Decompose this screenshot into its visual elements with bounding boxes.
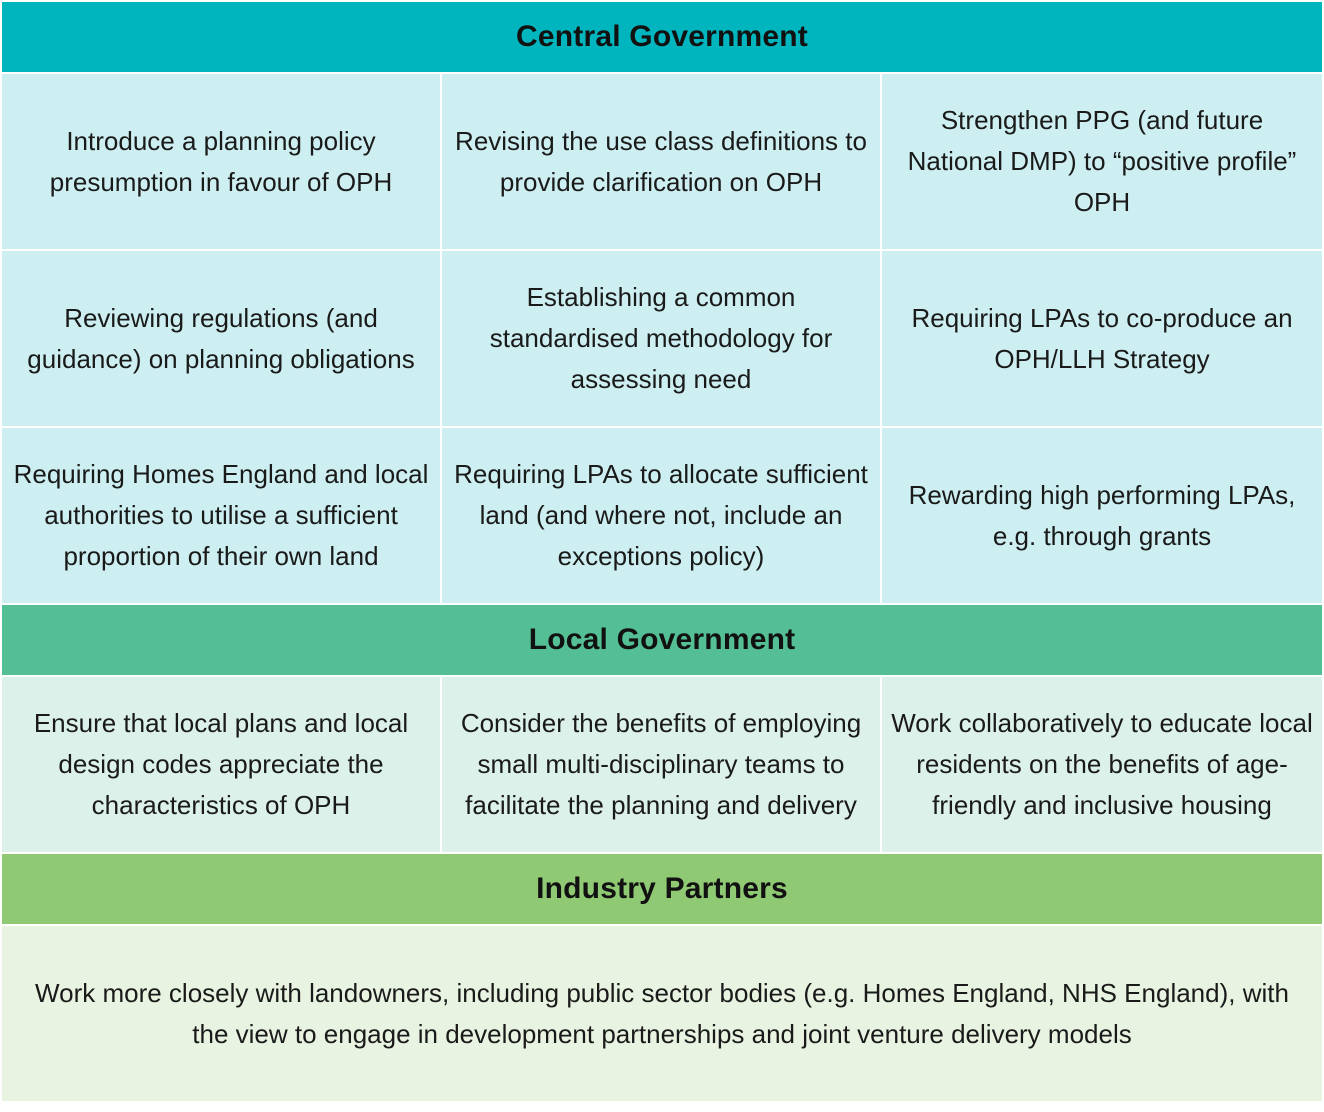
local-cell-design-codes: Ensure that local plans and local design… [2, 677, 440, 852]
central-cell-planning-presumption: Introduce a planning policy presumption … [2, 74, 440, 249]
central-cell-oph-llh-strategy: Requiring LPAs to co-produce an OPH/LLH … [882, 251, 1322, 426]
central-cell-use-class-definitions: Revising the use class definitions to pr… [442, 74, 880, 249]
local-cell-educate-residents: Work collaboratively to educate local re… [882, 677, 1322, 852]
industry-cell-landowners: Work more closely with landowners, inclu… [2, 926, 1322, 1101]
central-government-header: Central Government [2, 2, 1322, 72]
local-cell-multidisciplinary-teams: Consider the benefits of employing small… [442, 677, 880, 852]
central-cell-strengthen-ppg: Strengthen PPG (and future National DMP)… [882, 74, 1322, 249]
central-cell-planning-obligations: Reviewing regulations (and guidance) on … [2, 251, 440, 426]
central-cell-standardised-methodology: Establishing a common standardised metho… [442, 251, 880, 426]
central-cell-own-land: Requiring Homes England and local author… [2, 428, 440, 603]
central-cell-allocate-land: Requiring LPAs to allocate sufficient la… [442, 428, 880, 603]
local-government-header: Local Government [2, 605, 1322, 675]
central-cell-reward-lpas: Rewarding high performing LPAs, e.g. thr… [882, 428, 1322, 603]
industry-partners-header: Industry Partners [2, 854, 1322, 924]
